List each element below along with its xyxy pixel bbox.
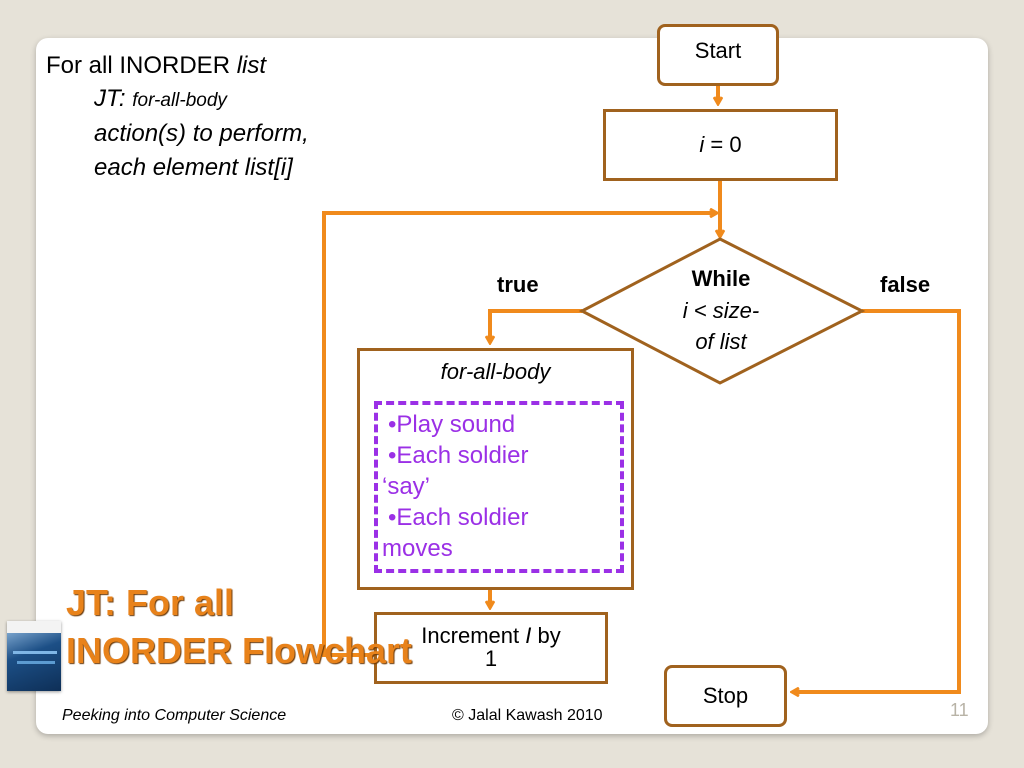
intro-line4: each element list[i] <box>94 154 293 181</box>
intro-line1-text: For all INORDER <box>46 52 237 79</box>
init-assign: = 0 <box>704 132 742 157</box>
increment-line1: Increment I by <box>377 623 605 649</box>
intro-line3: action(s) to perform, <box>94 120 309 147</box>
increment-node: Increment I by 1 <box>374 612 608 684</box>
slide-title-line2: INORDER Flowchart <box>66 630 413 671</box>
start-node: Start <box>657 24 779 86</box>
action-move-line2: moves <box>382 535 453 562</box>
increment-by: by <box>531 623 561 648</box>
intro-line1-italic: list <box>236 52 267 79</box>
false-label: false <box>880 272 931 297</box>
init-var: i <box>699 132 705 157</box>
footer-book-title: Peeking into Computer Science <box>62 707 287 724</box>
while-diamond <box>578 237 866 385</box>
arrow-true-branch <box>490 309 582 342</box>
action-say-line1: •Each soldier <box>388 442 529 469</box>
action-say-line2: ‘say’ <box>382 473 431 500</box>
footer-page-number: 11 <box>950 700 969 720</box>
slide-title-line1: JT: For all <box>66 582 235 623</box>
increment-var: I <box>525 623 532 648</box>
body-node: for-all-body •Play sound •Each soldier ‘… <box>357 348 634 590</box>
intro-jt-label: JT: <box>94 85 133 112</box>
stop-label: Stop <box>702 683 749 708</box>
init-node: i = 0 <box>603 109 838 181</box>
body-actions-box: •Play sound •Each soldier ‘say’ •Each so… <box>374 401 624 573</box>
intro-for-all-body: for-all-body <box>132 90 227 111</box>
action-move-line1: •Each soldier <box>388 504 529 531</box>
intro-line1: For all INORDER list <box>46 52 266 80</box>
while-cond-line1: i < size- <box>682 298 760 323</box>
stop-node: Stop <box>664 665 787 727</box>
true-label: true <box>497 272 539 297</box>
book-cover-image <box>7 621 61 691</box>
start-label: Start <box>694 38 742 63</box>
body-title: for-all-body <box>440 359 551 384</box>
action-play-sound: •Play sound <box>388 411 516 438</box>
while-cond-line2: of list <box>695 329 747 354</box>
increment-line2: 1 <box>484 646 498 671</box>
arrow-false-branch <box>793 309 961 692</box>
body-actions-list: •Play sound •Each soldier ‘say’ •Each so… <box>382 409 529 564</box>
while-label: While <box>691 266 751 291</box>
intro-line2: JT: for-all-body <box>94 85 227 113</box>
footer-copyright: © Jalal Kawash 2010 <box>452 707 603 724</box>
increment-text: Increment <box>421 623 526 648</box>
